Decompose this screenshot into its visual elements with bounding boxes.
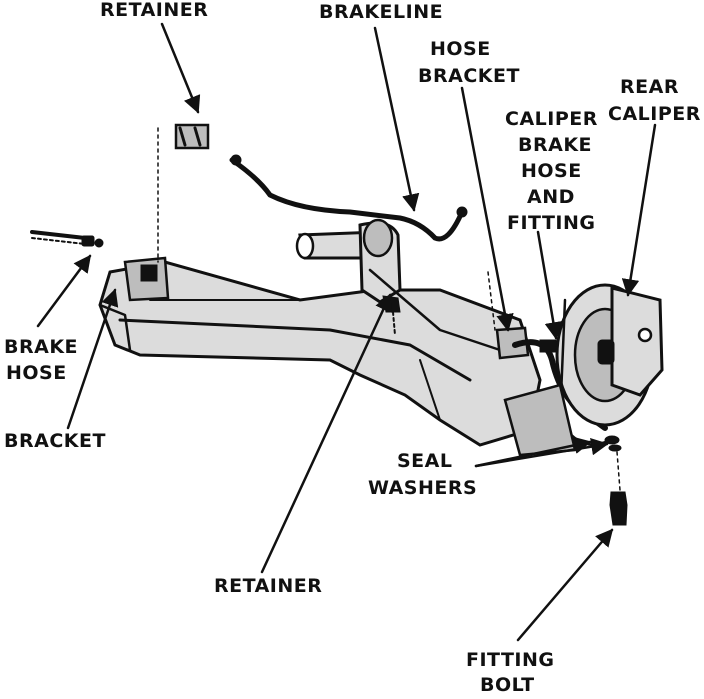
label-caliper-hose-line4: AND	[527, 186, 575, 208]
label-caliper-hose-line2: BRAKE	[518, 134, 592, 156]
fitting-bolt-assembly	[604, 435, 628, 526]
label-hose-bracket-line1: HOSE	[430, 38, 491, 60]
leader-lines	[36, 22, 657, 642]
label-fitting-bolt-line2: BOLT	[480, 674, 535, 694]
label-hose-bracket-line2: BRACKET	[418, 65, 520, 87]
label-caliper-hose-line3: HOSE	[521, 160, 582, 182]
label-caliper-brake-hose: CALIPER BRAKE HOSE AND FITTING	[505, 108, 598, 234]
label-brake-hose-line1: BRAKE	[4, 336, 78, 358]
label-rear-caliper-line1: REAR	[620, 76, 679, 98]
brake-hose-part	[30, 230, 104, 248]
label-brake-hose-line2: HOSE	[6, 362, 67, 384]
label-rear-caliper: REAR CALIPER	[608, 76, 701, 125]
label-brake-hose: BRAKE HOSE	[4, 336, 78, 384]
label-brakeline: BRAKELINE	[319, 1, 443, 23]
label-bracket-text: BRACKET	[4, 430, 106, 452]
label-seal-washers-line2: WASHERS	[368, 477, 477, 499]
label-rear-caliper-line2: CALIPER	[608, 103, 701, 125]
brakeline-part	[229, 154, 468, 242]
label-retainer-bottom: RETAINER	[214, 575, 322, 597]
hose-bracket-part	[487, 271, 530, 360]
label-caliper-hose-line5: FITTING	[507, 212, 595, 234]
retainer-clip-top	[157, 123, 210, 263]
label-seal-washers-line1: SEAL	[397, 450, 452, 472]
label-retainer-top-text: RETAINER	[100, 0, 208, 21]
bracket-part	[123, 256, 170, 302]
label-caliper-hose-line1: CALIPER	[505, 108, 598, 130]
label-seal-washers: SEAL WASHERS	[368, 450, 477, 499]
label-bracket: BRACKET	[4, 430, 106, 452]
label-hose-bracket: HOSE BRACKET	[418, 38, 520, 87]
label-fitting-bolt: FITTING BOLT	[466, 649, 554, 696]
axle-beam	[98, 260, 542, 447]
label-fitting-bolt-line1: FITTING	[466, 649, 554, 671]
label-brakeline-text: BRAKELINE	[319, 1, 443, 23]
label-retainer-bottom-text: RETAINER	[214, 575, 322, 597]
label-retainer-top: RETAINER	[100, 0, 208, 21]
rear-caliper-part	[503, 283, 664, 457]
trailing-arm	[295, 218, 502, 352]
